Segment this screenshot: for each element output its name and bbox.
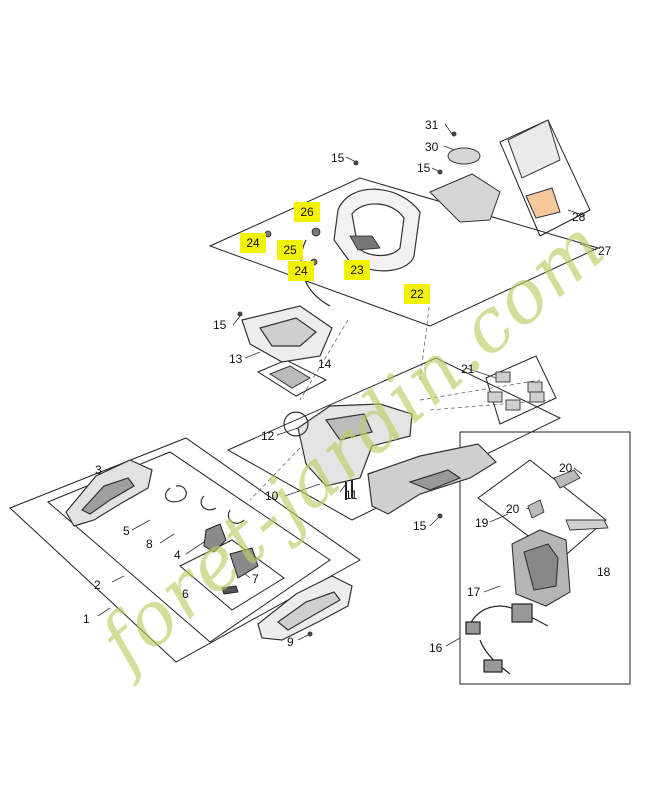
callout-17: 17	[467, 585, 481, 599]
frame-housing	[226, 357, 562, 521]
callout-7: 7	[252, 572, 259, 586]
blocks-21	[487, 371, 545, 411]
callout-13: 13	[229, 352, 243, 366]
callout-20b: 20	[506, 502, 520, 516]
callout-23-highlight[interactable]: 23	[344, 260, 370, 280]
housing-2	[257, 575, 353, 641]
frame-top-handle	[208, 177, 600, 327]
callout-1: 1	[83, 612, 90, 626]
frame-right-box	[459, 431, 631, 685]
callout-15b: 15	[331, 151, 345, 165]
handle-top	[333, 188, 421, 272]
callout-21: 21	[461, 362, 475, 376]
callout-15c: 15	[213, 318, 227, 332]
callout-24b-highlight[interactable]: 24	[288, 261, 314, 281]
strip-18	[565, 519, 609, 531]
callout-22-highlight[interactable]: 22	[404, 284, 430, 304]
callout-26-highlight[interactable]: 26	[294, 202, 320, 222]
callout-19: 19	[475, 516, 489, 530]
callout-25-highlight[interactable]: 25	[277, 240, 303, 260]
callout-14: 14	[318, 357, 332, 371]
frame-label-28	[499, 119, 591, 237]
callout-3: 3	[95, 463, 102, 477]
housing-3	[65, 459, 153, 527]
callout-4: 4	[174, 548, 181, 562]
trigger-4	[203, 523, 259, 595]
frame-parts-14	[256, 359, 328, 397]
bracket-17	[511, 529, 571, 607]
clip-20	[527, 469, 581, 519]
housing-12	[283, 403, 413, 487]
callout-2: 2	[94, 578, 101, 592]
callout-15a: 15	[417, 161, 431, 175]
callout-10: 10	[265, 489, 279, 503]
callout-20a: 20	[559, 461, 573, 475]
frame-parts-21	[485, 355, 557, 425]
cover-13	[241, 305, 333, 363]
callout-11: 11	[345, 488, 358, 502]
handle-switch-parts	[264, 227, 381, 266]
callout-24a-highlight[interactable]: 24	[240, 233, 266, 253]
callout-6: 6	[182, 587, 189, 601]
callout-15d: 15	[413, 519, 427, 533]
wiring-16	[465, 603, 549, 675]
housing-cover-right	[367, 443, 497, 515]
spring-5	[165, 485, 245, 524]
callout-27: 27	[598, 244, 612, 258]
callout-30: 30	[425, 140, 439, 154]
callout-8: 8	[146, 537, 153, 551]
callout-16: 16	[429, 641, 443, 655]
callout-31: 31	[425, 118, 439, 132]
callout-28: 28	[572, 210, 586, 224]
callout-9: 9	[287, 635, 294, 649]
callout-12: 12	[261, 429, 275, 443]
callout-5: 5	[123, 524, 130, 538]
filter-14	[268, 365, 311, 389]
callout-18: 18	[597, 565, 611, 579]
cap-assembly	[429, 119, 561, 223]
